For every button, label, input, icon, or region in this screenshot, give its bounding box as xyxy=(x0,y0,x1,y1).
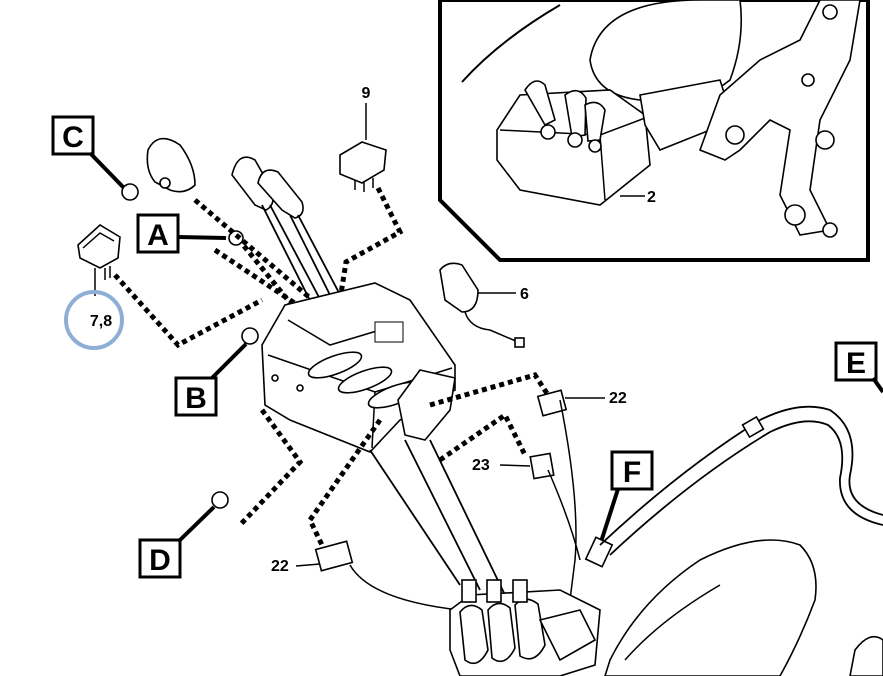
callout-a: A xyxy=(136,213,302,317)
callout-b-label: B xyxy=(185,382,207,415)
callout-f-label: F xyxy=(623,456,641,489)
inset-frame xyxy=(438,0,870,262)
callout-a-label: A xyxy=(147,219,169,252)
callout-b: B xyxy=(174,327,304,527)
switch-7-8: 7,8 xyxy=(64,224,264,350)
callout-e: E xyxy=(834,341,883,394)
part-number-6: 6 xyxy=(520,286,529,303)
valve-block xyxy=(449,579,601,676)
callout-d: D xyxy=(138,491,229,579)
part-number-7-8: 7,8 xyxy=(90,313,112,330)
callout-c-label: C xyxy=(62,121,84,154)
part-number-23: 23 xyxy=(472,457,490,474)
seat-base xyxy=(604,539,883,676)
callout-d-label: D xyxy=(149,544,171,577)
joystick-6: 6 xyxy=(439,262,529,348)
part-number-9: 9 xyxy=(362,85,371,102)
switch-9: 9 xyxy=(337,85,404,301)
highlight-circle-7-8 xyxy=(64,290,124,350)
part-number-22-upper: 22 xyxy=(609,390,627,407)
callout-e-label: E xyxy=(846,347,866,380)
inset-detail: 2 xyxy=(438,0,870,262)
control-levers xyxy=(193,156,386,386)
wiring-harness: 22 23 22 xyxy=(271,372,627,611)
part-number-22-lower: 22 xyxy=(271,558,289,575)
part-number-2: 2 xyxy=(647,189,656,206)
callout-f: F xyxy=(584,405,883,568)
callout-c: C xyxy=(51,115,196,201)
armrest-control-panel xyxy=(261,282,506,596)
